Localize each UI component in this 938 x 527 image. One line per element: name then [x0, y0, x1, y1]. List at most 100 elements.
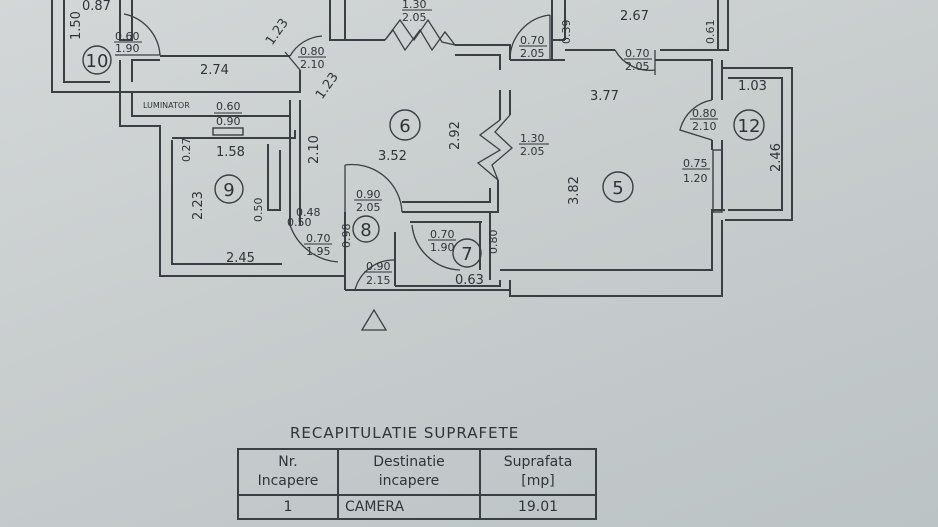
opening-size: 1.30 2.05 — [402, 0, 432, 24]
room-marker — [82, 45, 112, 75]
opening-width: 0.60 — [216, 100, 241, 113]
table-header-row: Nr. Incapere Destinatie incapere Suprafa… — [237, 448, 597, 496]
wall — [722, 67, 793, 221]
door-swing — [289, 35, 323, 57]
dimension-label: 0.27 — [180, 138, 193, 163]
header-line: Suprafata — [503, 454, 573, 470]
header-line: Incapere — [257, 473, 319, 489]
wall — [119, 92, 161, 140]
room-marker — [452, 238, 482, 268]
dimension-label: 2.10 — [307, 135, 322, 164]
header-line: incapere — [378, 473, 440, 489]
room-number-9: 9 — [223, 180, 234, 201]
opening-size: 0.70 1.90 — [428, 228, 456, 254]
opening-height: 2.05 — [520, 47, 545, 60]
dimension-label: 1.03 — [738, 79, 767, 94]
room-marker — [389, 109, 421, 141]
dimension-label: 0.39 — [560, 20, 573, 45]
area-summary-table: Nr. Incapere Destinatie incapere Suprafa… — [237, 448, 597, 520]
table-row: 1 CAMERA 19.01 — [237, 494, 597, 520]
room-number-cell: 1 — [237, 494, 339, 520]
wall — [660, 0, 729, 51]
opening-width: 0.70 — [625, 47, 650, 60]
opening-height: 2.05 — [356, 201, 381, 214]
room-number-5: 5 — [612, 178, 623, 199]
wall — [509, 220, 723, 297]
room-marker — [602, 171, 634, 203]
dimension-label: 0.87 — [82, 0, 111, 14]
room-number-7: 7 — [461, 244, 472, 265]
room-number-10: 10 — [86, 51, 109, 72]
opening-width: 0.75 — [683, 157, 708, 170]
room-number-8: 8 — [360, 220, 371, 241]
dimension-label: 3.82 — [567, 176, 582, 205]
wall — [728, 77, 783, 211]
wall — [402, 188, 491, 203]
opening-size: 0.70 2.05 — [624, 47, 652, 73]
door-swing — [354, 259, 396, 291]
luminator-frame — [212, 127, 244, 136]
wall — [172, 130, 296, 139]
door-swing — [115, 13, 161, 56]
wall — [63, 0, 110, 83]
dimension-label: 1.23 — [263, 16, 292, 48]
dimension-label: 2.67 — [620, 9, 649, 24]
wall — [267, 144, 281, 211]
room-area-cell: 19.01 — [479, 494, 597, 520]
door-swing — [614, 49, 656, 71]
wall — [395, 280, 501, 287]
door-swing — [679, 99, 713, 141]
header-line: [mp] — [521, 473, 555, 489]
opening-width: 1.30 — [402, 0, 427, 11]
wall — [119, 0, 133, 41]
window-frame — [712, 149, 723, 213]
double-door — [476, 119, 502, 181]
opening-size: 0.70 2.05 — [519, 34, 547, 60]
dimension-label: 3.52 — [378, 149, 407, 164]
door-swing — [509, 14, 551, 61]
wall — [329, 0, 346, 41]
opening-size: 0.60 1.90 — [114, 30, 142, 55]
opening-width: 0.70 — [306, 232, 331, 245]
table-title: RECAPITULATIE SUPRAFETE — [290, 424, 520, 442]
dimension-label: 0.48 — [296, 206, 321, 219]
header-line: Nr. — [278, 454, 298, 470]
opening-height: 1.95 — [306, 245, 331, 258]
opening-height: 2.15 — [366, 274, 391, 287]
door-swing — [411, 224, 461, 271]
header-line: Destinatie — [373, 454, 445, 470]
entrance-triangle-icon — [360, 308, 388, 331]
opening-height: 0.90 — [216, 115, 241, 128]
opening-width: 0.70 — [520, 34, 545, 47]
opening-size: 0.75 1.20 — [682, 157, 710, 185]
opening-size: 0.90 2.05 — [354, 188, 382, 214]
opening-size: 0.80 2.10 — [690, 107, 718, 133]
opening-width: 1.30 — [520, 132, 545, 145]
wall — [131, 59, 160, 82]
dimension-label: 0.61 — [704, 20, 717, 45]
wall — [500, 209, 725, 271]
opening-width: 0.90 — [366, 260, 391, 273]
opening-height: 2.10 — [300, 58, 325, 71]
opening-height: 2.05 — [625, 60, 650, 73]
double-door — [491, 114, 513, 181]
room-marker — [214, 174, 244, 204]
opening-width: 0.80 — [692, 107, 717, 120]
wall — [171, 140, 282, 265]
header-cell: Nr. Incapere — [237, 448, 339, 496]
dimension-label: 2.46 — [769, 143, 784, 172]
opening-height: 1.90 — [430, 241, 455, 254]
dimension-label: 0.50 — [252, 198, 265, 223]
opening-size: 1.30 2.05 — [519, 132, 549, 158]
opening-size: 0.90 2.15 — [364, 260, 392, 287]
luminator-label: LUMINATOR — [143, 101, 190, 110]
dimension-label: 3.77 — [590, 89, 619, 104]
room-marker — [733, 109, 765, 141]
opening-size: 0.70 1.95 — [304, 232, 332, 258]
dimension-label: 2.23 — [191, 191, 206, 220]
dimension-label: 0.80 — [487, 230, 500, 255]
door-leaf — [284, 51, 301, 71]
double-door — [384, 28, 456, 52]
opening-width: 0.90 — [356, 188, 381, 201]
